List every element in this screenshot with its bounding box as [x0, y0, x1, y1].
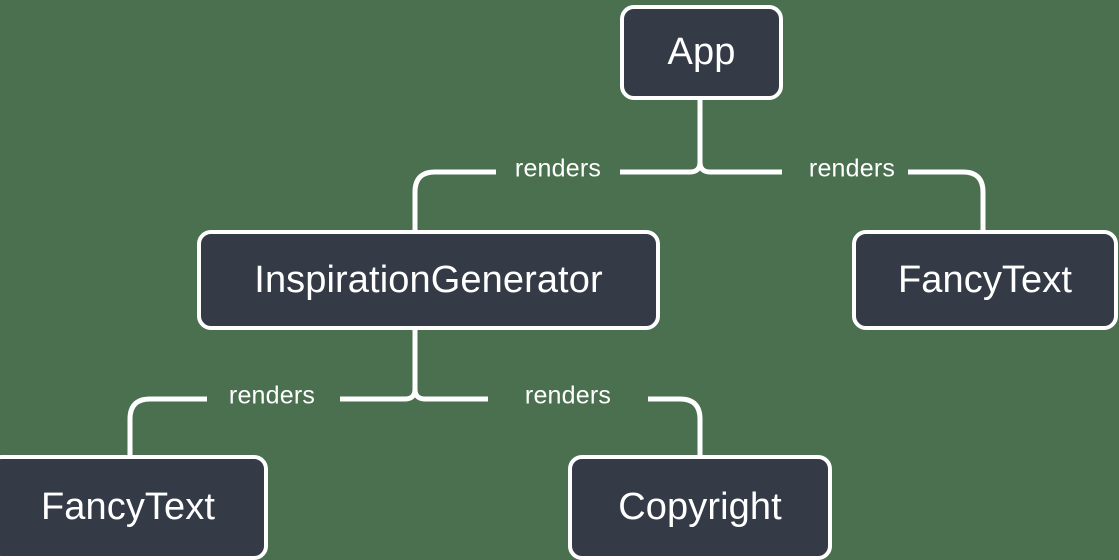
- edge-label-inspirationgenerator-to-copyright: renders: [524, 381, 612, 410]
- edge-inspirationgenerator-to-copyright: [648, 396, 703, 455]
- edge-label-inspirationgenerator-to-fancytext-left: renders: [228, 381, 316, 410]
- node-inspiration-generator[interactable]: InspirationGenerator: [197, 230, 660, 330]
- edge-app-to-inspirationgenerator: [412, 169, 496, 230]
- node-copyright-label: Copyright: [618, 486, 782, 528]
- edge-app-junction-right: [697, 161, 782, 175]
- node-app-label: App: [667, 31, 736, 73]
- edge-ig-junction-right: [412, 388, 488, 402]
- edge-app-to-fancytext-right: [908, 169, 986, 230]
- edge-label-app-to-inspirationgenerator: renders: [514, 154, 602, 183]
- node-app[interactable]: App: [620, 5, 783, 100]
- node-fancy-text-left-label: FancyText: [40, 486, 216, 528]
- edge-label-app-to-fancytext-right: renders: [808, 154, 896, 183]
- node-fancy-text-right-label: FancyText: [897, 258, 1073, 301]
- node-fancy-text-right[interactable]: FancyText: [852, 230, 1118, 330]
- edge-app-junction-left: [620, 161, 703, 175]
- edge-ig-junction-left: [340, 388, 418, 402]
- edge-inspirationgenerator-to-fancytext-left: [127, 396, 207, 455]
- node-copyright[interactable]: Copyright: [568, 455, 832, 560]
- node-inspiration-generator-label: InspirationGenerator: [254, 258, 603, 301]
- node-fancy-text-left[interactable]: FancyText: [0, 455, 268, 560]
